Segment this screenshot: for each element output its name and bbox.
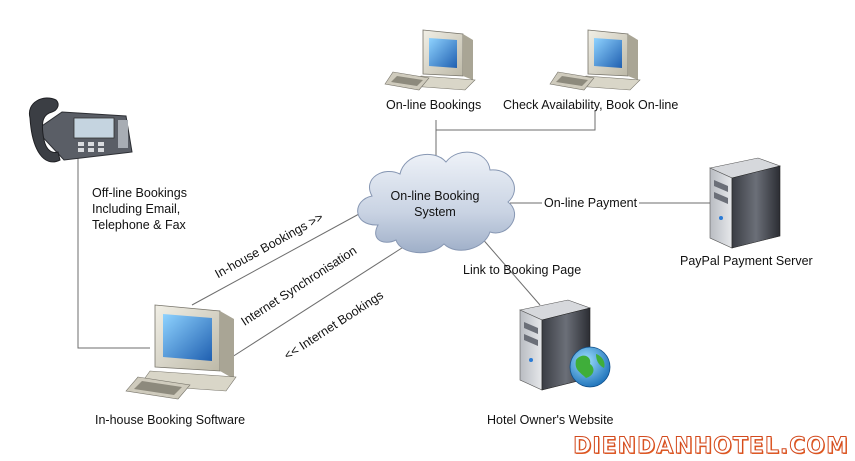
booking-system-label: On-line Booking System	[380, 188, 490, 220]
watermark: DIENDANHOTEL.COM	[573, 434, 849, 460]
globe-icon	[569, 346, 611, 388]
offline-line-2: Including Email,	[92, 202, 181, 216]
desktop-computer-icon-2	[549, 29, 641, 91]
online-payment-label: On-line Payment	[542, 195, 640, 211]
booking-system-cloud	[357, 151, 515, 254]
offline-line-3: Telephone & Fax	[92, 218, 186, 232]
edge-link-booking-page	[479, 235, 541, 306]
booking-system-line-1: On-line Booking	[390, 189, 480, 203]
online-bookings-label: On-line Bookings	[386, 98, 482, 112]
check-availability-label: Check Availability, Book On-line	[503, 98, 679, 112]
booking-system-line-2: System	[414, 205, 456, 219]
inhouse-software-label: In-house Booking Software	[95, 413, 246, 427]
edge-offline	[77, 150, 150, 349]
desktop-computer-icon-1	[384, 29, 476, 91]
edge-inhouse-bookings	[191, 207, 371, 306]
edge-check-availability	[436, 112, 596, 131]
offline-bookings-label: Off-line Bookings Including Email, Telep…	[92, 185, 187, 233]
telephone-icon	[28, 97, 133, 163]
link-booking-page-label: Link to Booking Page	[463, 263, 582, 277]
owner-website-label: Hotel Owner's Website	[487, 413, 614, 427]
offline-line-1: Off-line Bookings	[92, 186, 187, 200]
paypal-server-icon	[709, 157, 782, 249]
edge-internet-bookings	[231, 245, 406, 358]
paypal-server-label: PayPal Payment Server	[680, 254, 813, 268]
inhouse-computer-icon	[125, 304, 237, 400]
